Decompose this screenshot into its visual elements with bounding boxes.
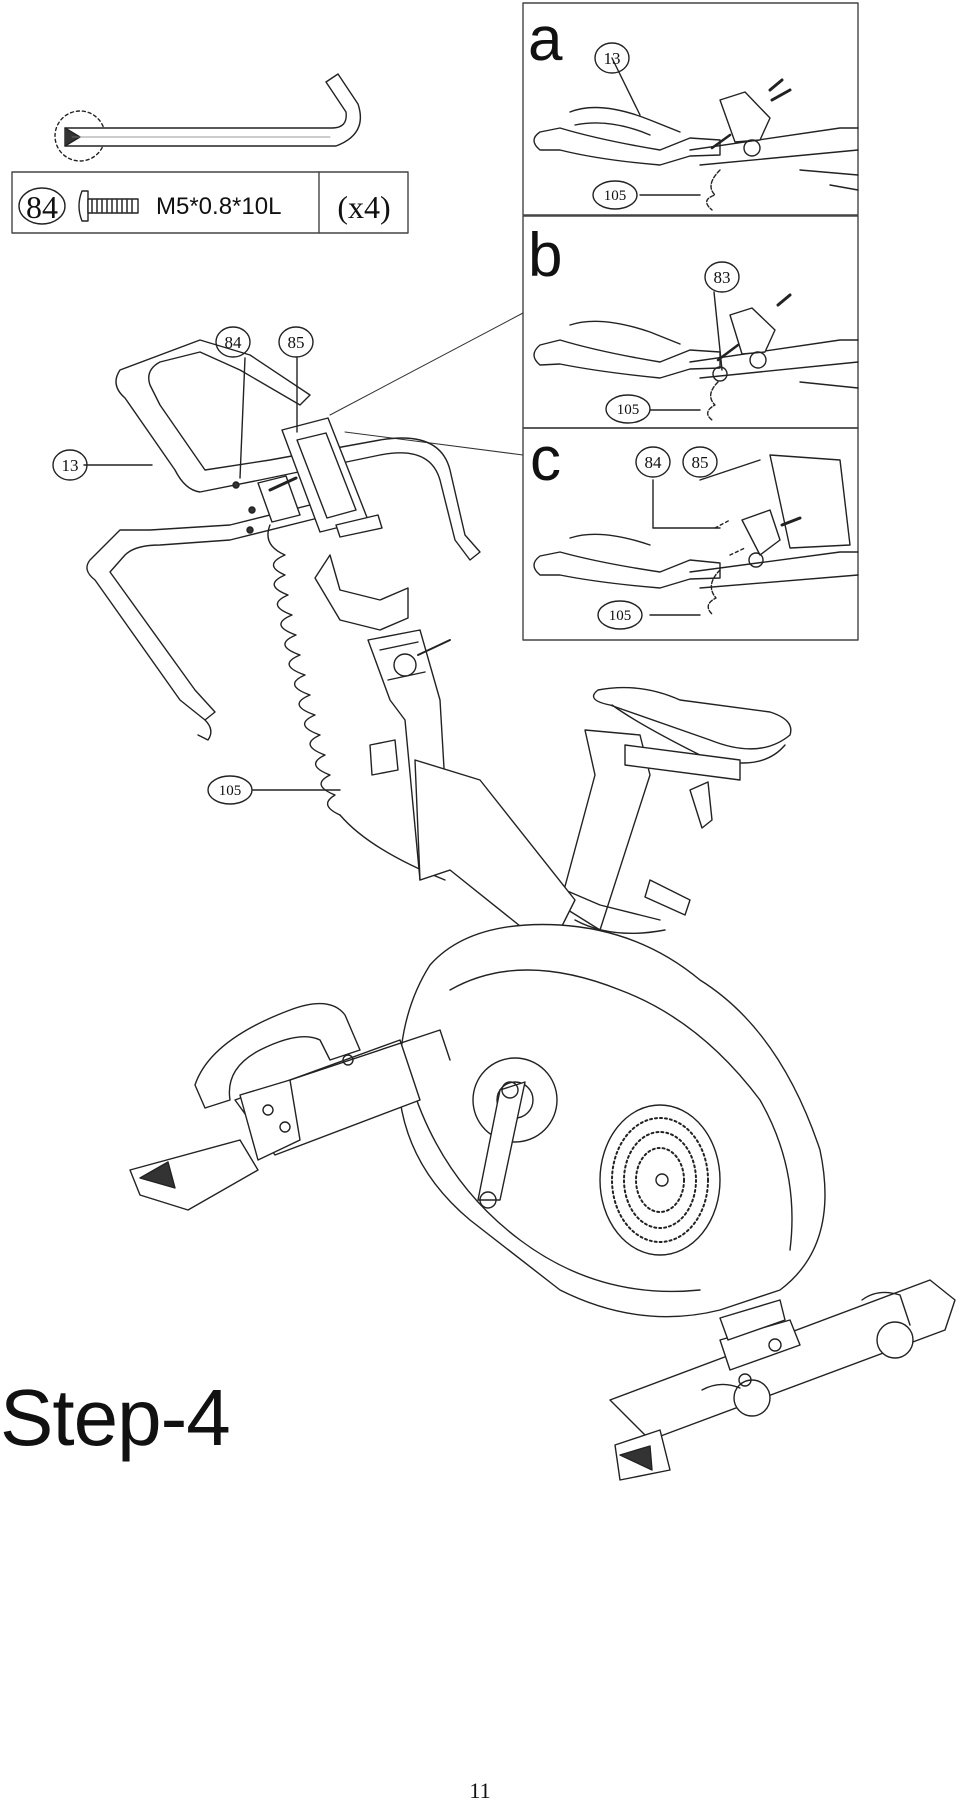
callout-cable: 105 <box>219 783 242 799</box>
console-display <box>281 417 383 538</box>
panel-b-drawing <box>533 291 859 421</box>
page-number: 11 <box>469 1778 491 1803</box>
panel-b-callout-105: 105 <box>617 402 640 418</box>
step-title: Step-4 <box>0 1373 231 1462</box>
panel-a-callout-105: 105 <box>604 188 627 204</box>
hardware-quantity: (x4) <box>337 189 390 225</box>
allen-key-icon <box>54 73 362 162</box>
leader-lines <box>329 312 524 456</box>
panel-b-callout-83: 83 <box>714 268 731 287</box>
panel-a-callout-13: 13 <box>604 49 621 68</box>
callout-handlebar: 13 <box>62 456 79 475</box>
panel-c-callout-84: 84 <box>645 453 663 472</box>
panel-c-letter: c <box>530 425 561 494</box>
panel-c-callout-85: 85 <box>692 453 709 472</box>
panel-c-callout-105: 105 <box>609 608 632 624</box>
callout-screw: 84 <box>225 333 243 352</box>
callout-console: 85 <box>288 333 305 352</box>
panel-a-drawing <box>533 57 859 211</box>
screw-icon <box>78 190 139 222</box>
hardware-box <box>11 171 409 234</box>
detail-panels <box>522 2 859 641</box>
hardware-part-number: 84 <box>26 189 58 225</box>
panel-a-letter: a <box>528 5 563 74</box>
panel-c-drawing <box>533 454 859 616</box>
bike-illustration <box>83 339 956 1481</box>
panel-b-letter: b <box>528 221 562 290</box>
hardware-spec: M5*0.8*10L <box>156 193 281 220</box>
